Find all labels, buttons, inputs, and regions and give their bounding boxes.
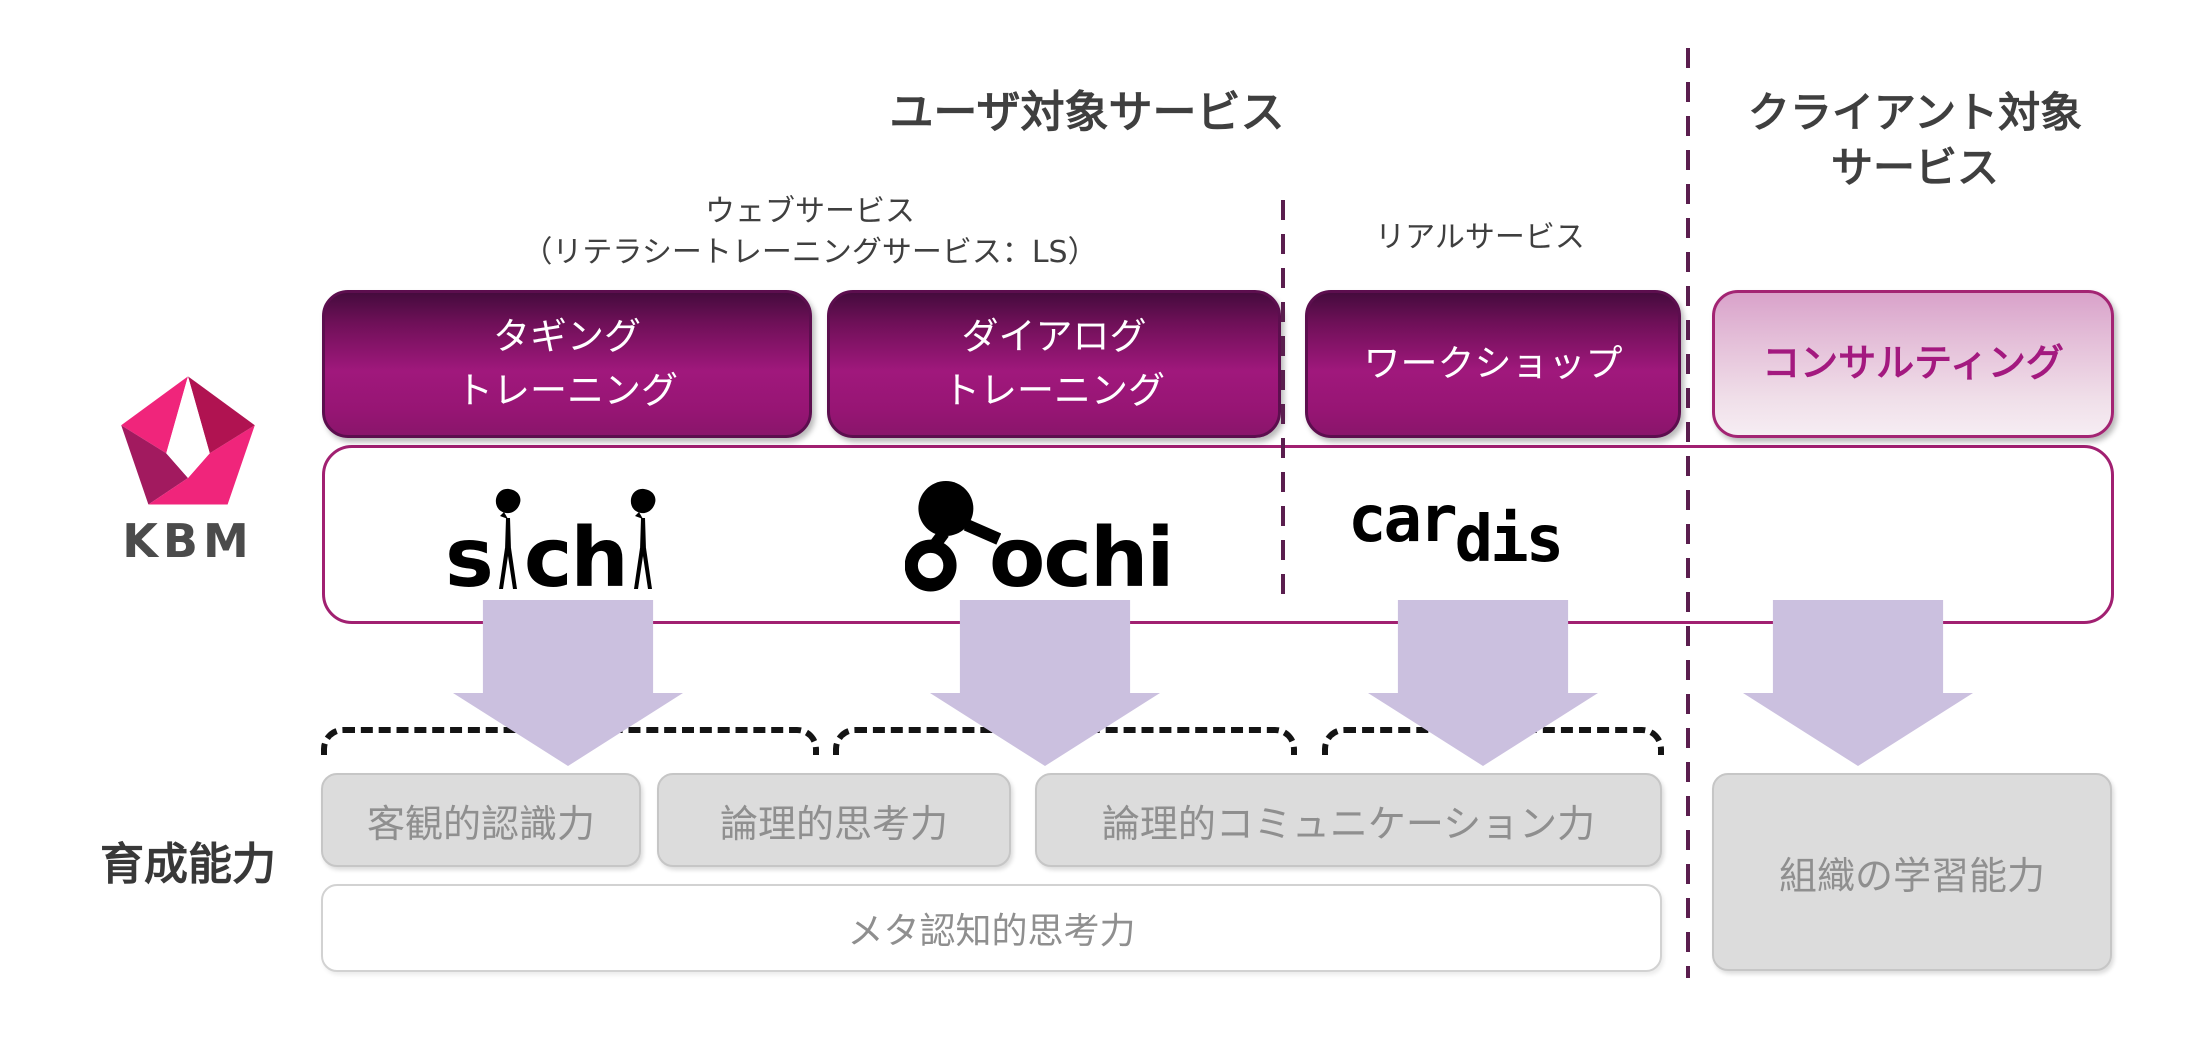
product-logo-band: [322, 445, 2114, 624]
separator-client: [1686, 48, 1690, 978]
service-box-consulting: コンサルティング: [1712, 290, 2114, 438]
user-services-title: ユーザ対象サービス: [889, 87, 1285, 138]
web-service-subtitle: ウェブサービス （リテラシートレーニングサービス：LS）: [410, 192, 1210, 273]
person-icon: [495, 488, 521, 589]
client-title-line1: クライアント対象: [1747, 88, 2083, 137]
sichi-text-ch: ch: [523, 510, 629, 606]
web-service-subtitle-line1: ウェブサービス: [705, 194, 915, 229]
service-box-dialog: ダイアログ トレーニング: [827, 290, 1281, 438]
dialog-label-line1: ダイアログ: [961, 315, 1147, 359]
ability-box-objective-recognition: 客観的認識力: [321, 773, 641, 867]
molecule-icon: [905, 481, 1001, 592]
web-service-subtitle-line2: （リテラシートレーニングサービス：LS）: [522, 234, 1098, 270]
oochi-logo: ochi: [905, 470, 1174, 607]
cardis-text-dis: dis: [1454, 503, 1565, 577]
ability-box-org-learning: 組織の学習能力: [1712, 773, 2112, 971]
consulting-label: コンサルティング: [1762, 341, 2064, 386]
cardis-text-car: car: [1348, 483, 1458, 557]
separator-web-real: [1281, 200, 1285, 598]
kbm-pentagon-icon: [121, 376, 255, 505]
sichi-text-s: s: [445, 510, 494, 606]
client-services-title: クライアント対象 サービス: [1705, 86, 2125, 195]
person-icon: [630, 488, 656, 589]
real-service-subtitle: リアルサービス: [1375, 220, 1585, 255]
tagging-label-line2: トレーニング: [456, 369, 678, 412]
abilities-section-label: 育成能力: [100, 839, 276, 890]
kbm-logo: KBM: [98, 374, 278, 568]
tagging-label-line1: タギング: [493, 315, 641, 359]
oochi-text: ochi: [989, 511, 1174, 607]
kbm-logo-text: KBM: [122, 514, 254, 568]
workshop-label: ワークショップ: [1363, 342, 1623, 386]
service-box-workshop: ワークショップ: [1305, 290, 1681, 438]
dialog-label-line2: トレーニング: [943, 369, 1165, 412]
ability-box-logical-communication: 論理的コミュニケーション力: [1035, 773, 1662, 867]
cardis-logo: car dis: [1348, 483, 1565, 588]
service-box-tagging: タギング トレーニング: [322, 290, 812, 438]
client-title-line2: サービス: [1830, 142, 1999, 192]
ability-box-logical-thinking: 論理的思考力: [657, 773, 1011, 867]
sichi-logo: s ch: [445, 462, 659, 606]
ability-box-meta-cognitive: メタ認知的思考力: [321, 884, 1662, 972]
down-arrow-icon: [1743, 600, 1973, 766]
